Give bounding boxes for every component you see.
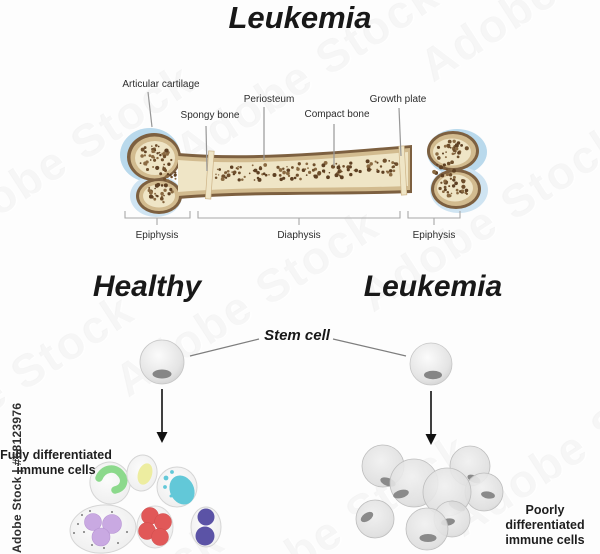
bone-region-brackets: [124, 211, 461, 225]
label-articular-cartilage: Articular cartilage: [122, 79, 200, 90]
eosinophil-red: [136, 505, 174, 549]
spongy-bone-speckles: [139, 139, 469, 204]
blast-cell: [355, 499, 395, 539]
band-cell-green: [89, 461, 131, 505]
leukemia-blast-cells: [355, 444, 504, 551]
granule-dots: [73, 510, 128, 549]
growth-plate-band: [204, 145, 408, 200]
stem-cell-label-lines: [189, 338, 407, 357]
blast-cell: [464, 472, 504, 512]
label-epiphysis-right: Epiphysis: [412, 230, 456, 241]
label-spongy-bone: Spongy bone: [180, 110, 240, 121]
leukemia-result-label: Poorly differentiated immune cells: [486, 503, 600, 548]
leukemia-heading: Leukemia: [363, 270, 503, 303]
healthy-result-label: Fully differentiated immune cells: [0, 448, 112, 478]
healthy-heading: Healthy: [92, 270, 202, 303]
stem-cell-label: Stem cell: [264, 327, 330, 344]
down-arrow-icon: [156, 432, 168, 443]
label-epiphysis-left: Epiphysis: [135, 230, 179, 241]
stem-cell-healthy: [139, 339, 185, 385]
basophil-indigo: [190, 506, 222, 548]
leukemia-result-line2: immune cells: [505, 533, 585, 547]
blast-cell: [405, 507, 449, 551]
neutrophil-purple: [69, 504, 137, 554]
stem-cell-leukemia: [409, 342, 453, 386]
healthy-result-line2: immune cells: [16, 463, 96, 477]
stock-id-watermark: Adobe Stock | #68123976: [10, 402, 24, 553]
bone-label-lines: [147, 91, 402, 172]
bone-illustration: [120, 128, 488, 217]
differentiation-arrows: [156, 389, 437, 445]
down-arrow-icon: [425, 434, 437, 445]
label-periosteum: Periosteum: [243, 94, 295, 105]
page-title: Leukemia: [228, 0, 372, 35]
healthy-immune-cells: [69, 454, 222, 554]
diaphysis-bracket: [197, 211, 401, 219]
lymphocyte-yellow: [126, 454, 158, 492]
label-growth-plate: Growth plate: [369, 94, 427, 105]
leukemia-result-line1: Poorly differentiated: [505, 503, 585, 532]
label-compact-bone: Compact bone: [304, 109, 370, 120]
label-diaphysis: Diaphysis: [277, 230, 321, 241]
healthy-result-line1: Fully differentiated: [0, 448, 112, 462]
monocyte-teal: [156, 466, 198, 508]
